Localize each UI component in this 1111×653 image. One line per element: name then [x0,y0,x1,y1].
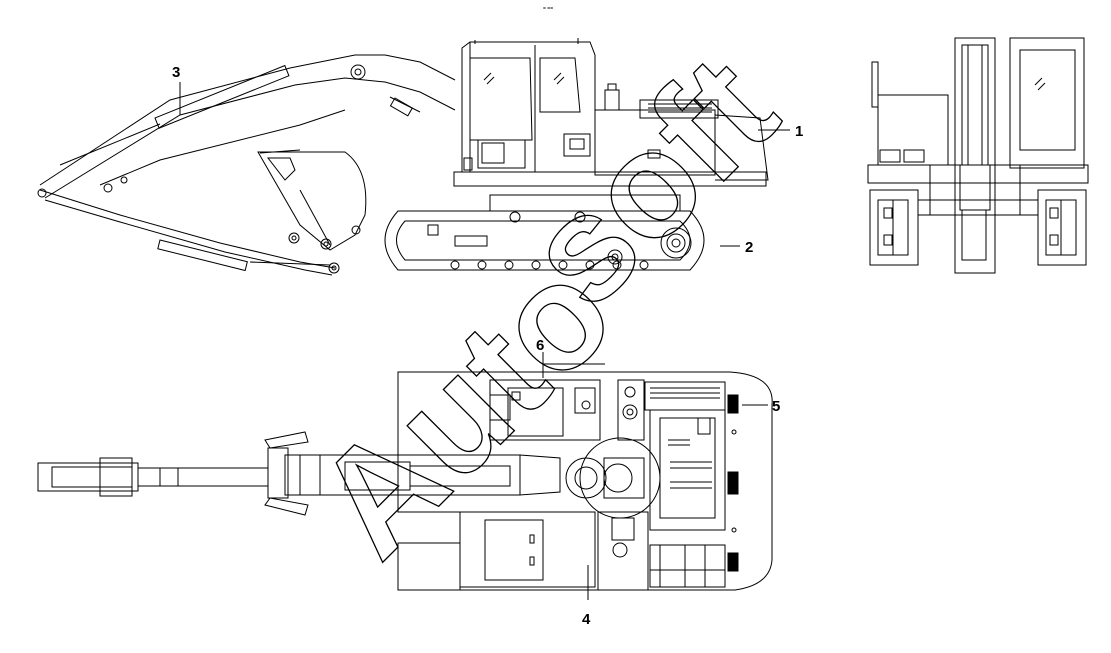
boom-cylinder [59,64,421,166]
callout-4: 4 [582,611,591,628]
engine-hood [453,83,769,187]
side-view [37,38,769,276]
header-mark: = == [543,6,553,12]
arm [37,109,346,276]
callout-3: 3 [172,64,180,81]
callout-6: 6 [536,337,544,354]
watermark: soft Auto [283,24,808,589]
bucket [257,149,367,274]
undercarriage [384,194,705,271]
callouts [179,82,790,600]
callout-1: 1 [795,123,803,140]
callout-2: 2 [745,239,753,256]
front-view [867,37,1089,274]
arm-cylinder [157,232,331,272]
top-view [37,371,773,591]
callout-5: 5 [772,398,780,415]
boom [39,54,456,199]
